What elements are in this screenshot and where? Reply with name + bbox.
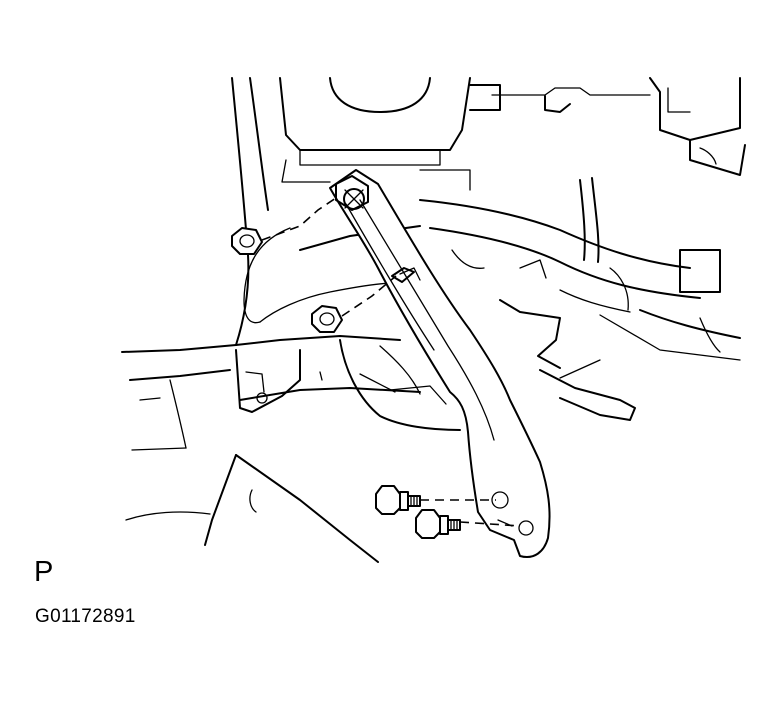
- steering-column-support-brace: [329, 169, 551, 558]
- view-label: P: [34, 556, 54, 588]
- alignment-line-bolt-lower: [459, 521, 521, 527]
- lower-bolt: [415, 509, 461, 539]
- lower-nut: [311, 305, 343, 333]
- upper-bolt: [375, 485, 421, 515]
- upper-nut: [231, 227, 263, 255]
- alignment-line-nut-lower: [341, 275, 397, 317]
- figure-code: G01172891: [35, 606, 136, 627]
- mounting-stud: [391, 267, 415, 283]
- alignment-line-nut-upper: [261, 197, 337, 241]
